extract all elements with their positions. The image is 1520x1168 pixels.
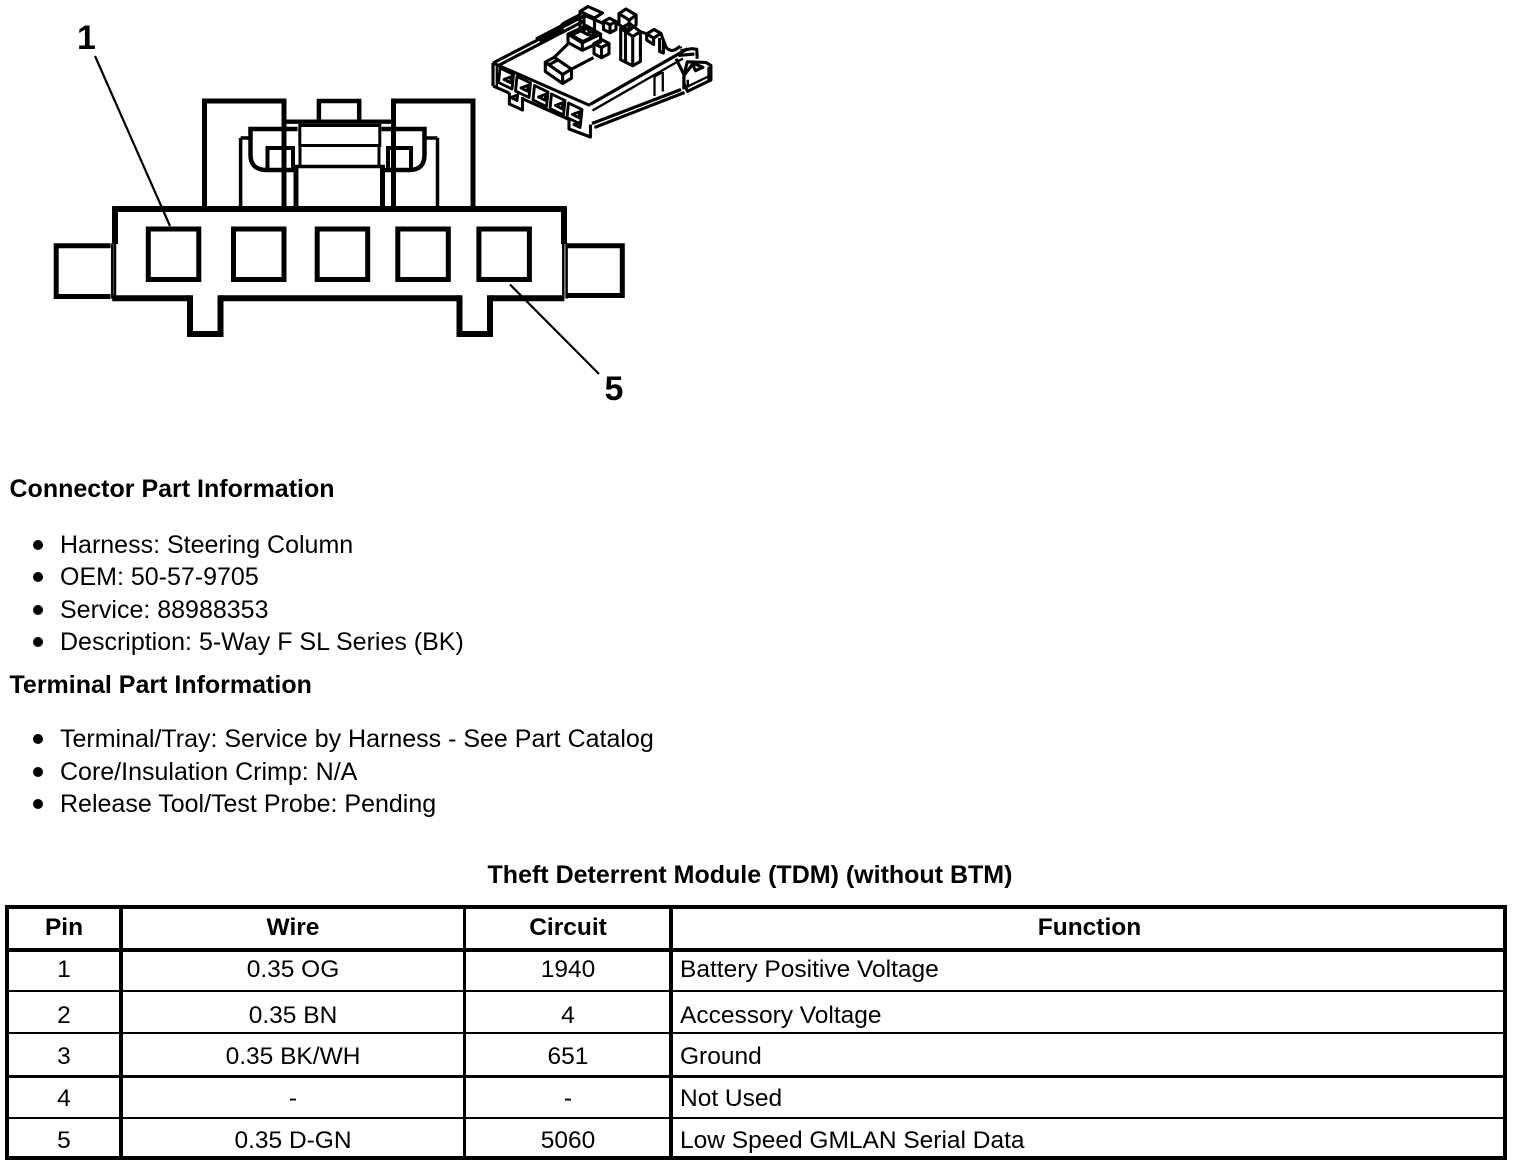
svg-text:1: 1 xyxy=(77,19,96,57)
svg-text:5: 5 xyxy=(605,370,624,408)
